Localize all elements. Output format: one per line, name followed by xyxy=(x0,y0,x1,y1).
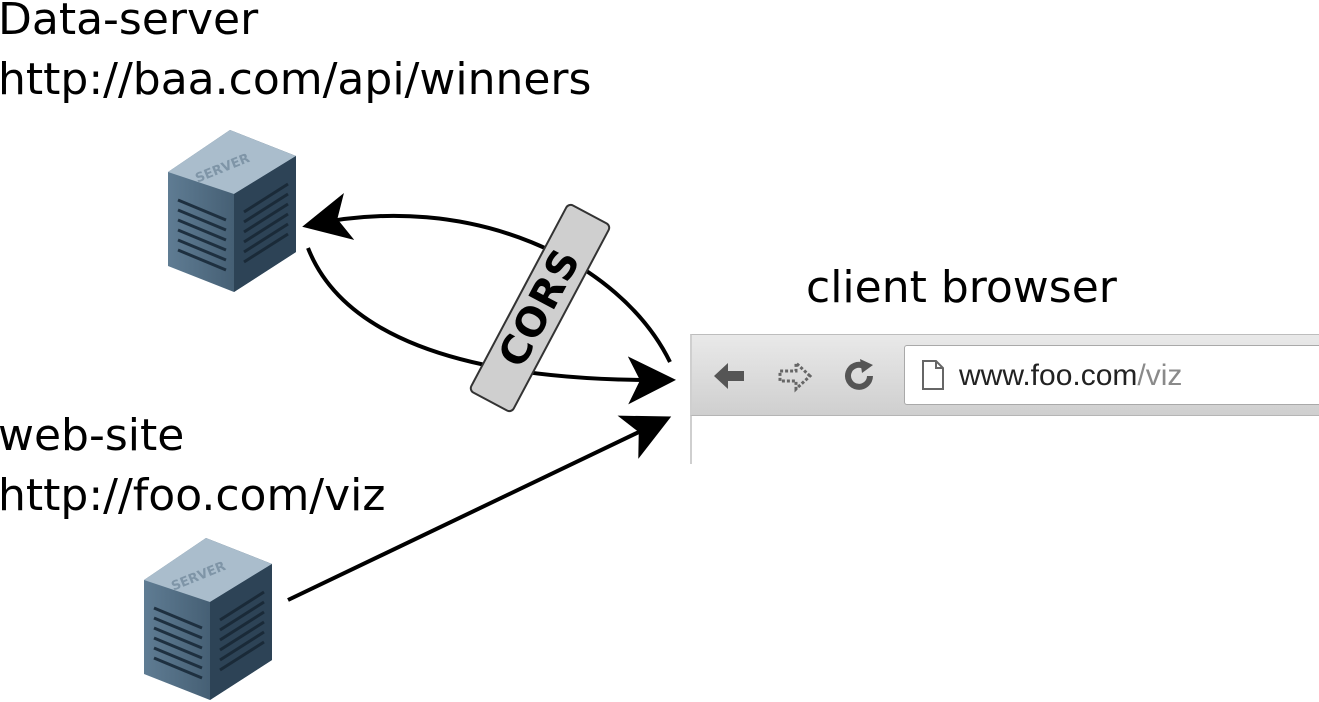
data-server-label: Data-server http://baa.com/api/winners xyxy=(0,0,591,110)
browser-toolbar: www.foo.com/viz xyxy=(690,334,1319,416)
address-url: www.foo.com/viz xyxy=(959,358,1182,394)
cors-request-arrow xyxy=(306,247,676,405)
page-icon xyxy=(922,360,944,390)
web-site-server-icon: SERVER xyxy=(144,538,272,700)
web-site-url: http://foo.com/viz xyxy=(0,470,386,521)
back-arrow-icon[interactable] xyxy=(710,357,748,395)
forward-arrow-icon[interactable] xyxy=(776,357,814,395)
address-bar[interactable]: www.foo.com/viz xyxy=(904,345,1319,405)
data-server-url: http://baa.com/api/winners xyxy=(0,54,592,105)
web-site-title: web-site xyxy=(0,410,185,461)
reload-icon[interactable] xyxy=(840,357,878,395)
client-browser-window: www.foo.com/viz xyxy=(690,334,1319,464)
web-site-label: web-site http://foo.com/viz xyxy=(0,406,386,526)
web-site-arrow xyxy=(287,415,672,602)
cors-response-arrow xyxy=(302,193,672,363)
data-server-icon: SERVER xyxy=(168,130,296,292)
client-browser-label: client browser xyxy=(806,262,1117,313)
address-path: /viz xyxy=(1137,359,1183,392)
browser-page-area xyxy=(690,416,1319,464)
data-server-title: Data-server xyxy=(0,0,259,45)
address-host: www.foo.com xyxy=(959,359,1138,392)
